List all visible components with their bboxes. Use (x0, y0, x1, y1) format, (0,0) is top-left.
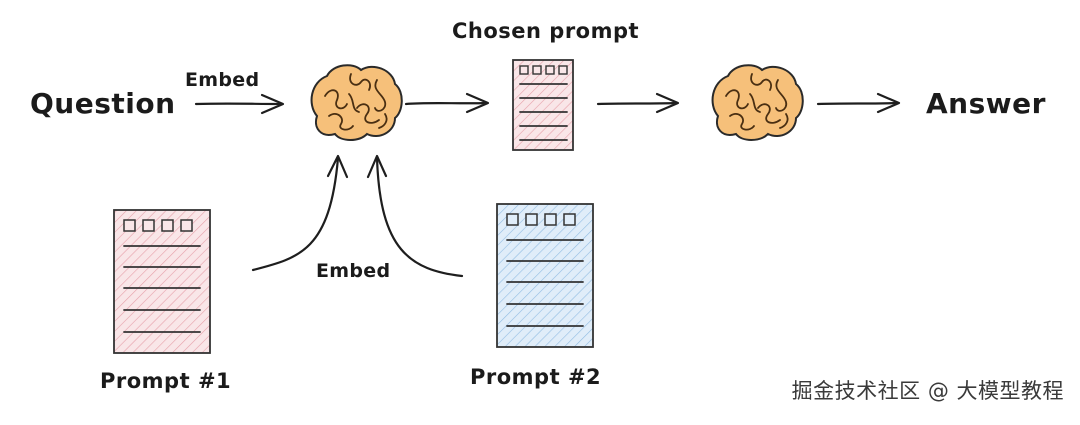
watermark-text: 掘金技术社区 @ 大模型教程 (791, 379, 1064, 403)
prompt-1-label: Prompt #1 (100, 369, 231, 393)
prompt-2-document-icon (496, 203, 594, 348)
embed-label-bottom: Embed (316, 260, 390, 282)
arrow-prompt1-to-brain (251, 154, 349, 272)
question-label: Question (30, 87, 176, 120)
brain-icon (310, 64, 403, 142)
chosen-prompt-label: Chosen prompt (452, 19, 639, 43)
prompt-2-label: Prompt #2 (470, 365, 601, 389)
arrow-prompt2-to-brain (366, 154, 464, 278)
arrow-brain-to-chosen-prompt (404, 92, 490, 114)
arrow-chosen-prompt-to-brain (596, 92, 680, 114)
chosen-prompt-document-icon (512, 59, 574, 151)
arrow-question-to-brain (194, 93, 285, 115)
arrow-brain-to-answer (816, 92, 901, 114)
prompt-1-document-icon (113, 209, 211, 354)
answer-label: Answer (926, 87, 1046, 120)
embed-label-top: Embed (185, 69, 259, 91)
brain-icon (711, 64, 804, 142)
